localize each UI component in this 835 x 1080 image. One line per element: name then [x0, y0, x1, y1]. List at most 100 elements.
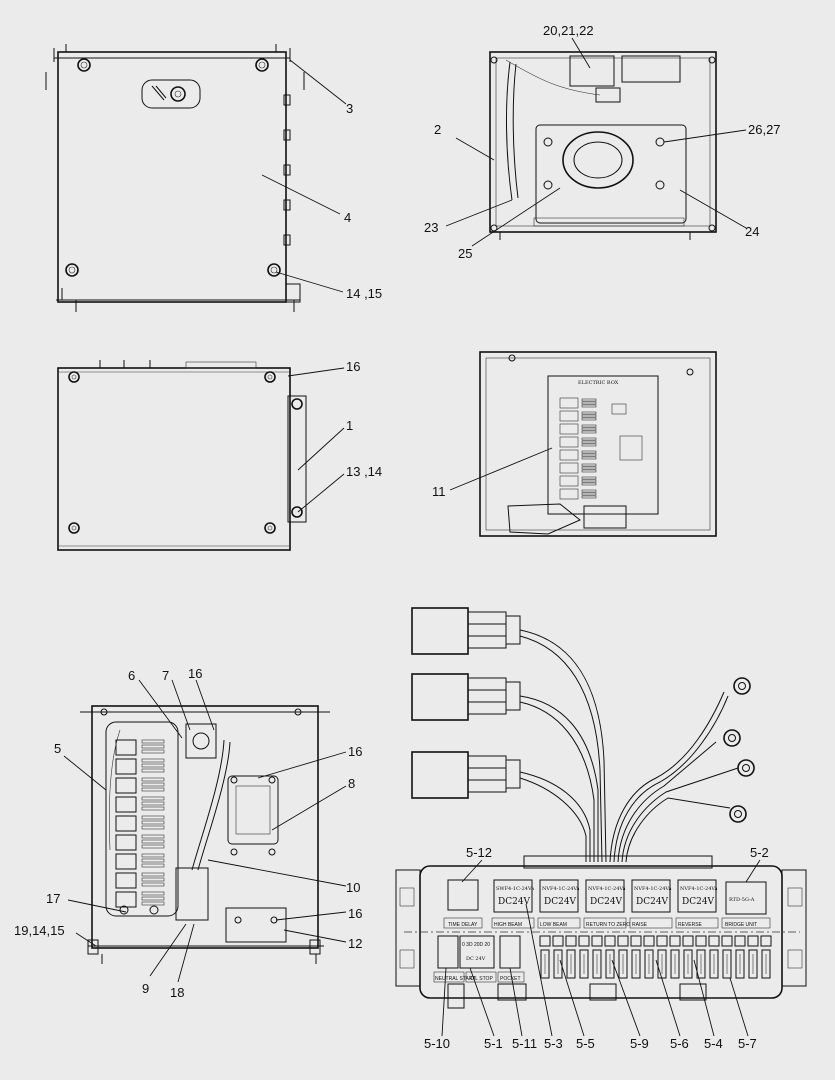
callout-17: 17 — [46, 891, 60, 906]
relay-volt-4: DC24V — [636, 897, 669, 907]
fuse-holder — [643, 935, 655, 947]
eb-relay — [559, 488, 579, 500]
fuse-holder — [565, 935, 577, 947]
fuse — [709, 949, 719, 979]
eb-fuse — [581, 463, 597, 467]
callout-16-a: 16 — [188, 666, 202, 681]
fuse-holder — [760, 935, 772, 947]
electric-box-title: ELECTRIC BOX — [578, 380, 619, 386]
eb-fuse — [581, 492, 597, 496]
eb-fuse — [581, 411, 597, 415]
panel-fuse — [141, 815, 165, 820]
fuse — [696, 949, 706, 979]
eb-relay — [559, 436, 579, 448]
fuse — [605, 949, 615, 979]
panel-fuse — [141, 882, 165, 887]
relay-label-3: RETURN TO ZERO — [586, 922, 630, 928]
fuse-holder — [630, 935, 642, 947]
fuse-holder — [708, 935, 720, 947]
eb-fuse — [581, 456, 597, 460]
fuse-holder — [604, 935, 616, 947]
callout-5-9: 5-9 — [630, 1036, 649, 1051]
fuse — [566, 949, 576, 979]
relay-model-1: SWF4-1C-24Va — [496, 886, 534, 892]
callout-18: 18 — [170, 985, 184, 1000]
panel-fuse — [141, 825, 165, 830]
panel-fuse — [141, 844, 165, 849]
callout-6: 6 — [128, 668, 135, 683]
eb-fuse — [581, 469, 597, 473]
view-side-panel: 16 1 13 ,14 — [57, 359, 382, 551]
eb-fuse — [581, 414, 597, 418]
panel-fuse — [141, 858, 165, 863]
panel-relay — [115, 796, 137, 813]
panel-relay — [115, 872, 137, 889]
eb-relay — [559, 475, 579, 487]
relay-label-box — [675, 917, 719, 929]
callout-5-11: 5-11 — [512, 1036, 537, 1051]
eb-fuse — [581, 482, 597, 486]
relay-5 — [677, 879, 717, 913]
eb-fuse — [581, 450, 597, 454]
panel-relay — [115, 739, 137, 756]
callout-19-14-15: 19,14,15 — [14, 923, 65, 938]
fuse — [644, 949, 654, 979]
fuse-holder — [591, 935, 603, 947]
relay-volt-3: DC24V — [590, 897, 623, 907]
fuse-holder — [578, 935, 590, 947]
view-box-interior-back: 20,21,22 2 26,27 23 24 25 — [424, 23, 781, 261]
fuse-holder — [656, 935, 668, 947]
view-front-cover: 3 4 14 ,15 — [45, 44, 382, 312]
label-neutral-start: NEUTRAL START — [435, 976, 475, 982]
relay-label-1: HIGH BEAM — [494, 922, 522, 928]
eb-fuse — [581, 440, 597, 444]
fuse-holder — [747, 935, 759, 947]
relay-1 — [493, 879, 533, 913]
eb-fuse — [581, 424, 597, 428]
fuse — [683, 949, 693, 979]
fuse-holder — [617, 935, 629, 947]
callout-16-c: 16 — [348, 906, 362, 921]
eb-fuse — [581, 417, 597, 421]
eb-fuse — [581, 476, 597, 480]
panel-fuse — [141, 801, 165, 806]
fuse — [735, 949, 745, 979]
panel-fuse — [141, 839, 165, 844]
callout-8: 8 — [348, 776, 355, 791]
callout-5: 5 — [54, 741, 61, 756]
relay-model-4: NVF4-1C-24Va — [634, 886, 672, 892]
fuse-holder — [539, 935, 551, 947]
panel-fuse — [141, 834, 165, 839]
panel-relay — [115, 758, 137, 775]
callout-4: 4 — [344, 210, 351, 225]
relay-model-2: NVF4-1C-24Va — [542, 886, 580, 892]
view-panel-assembly: 6 7 16 5 16 8 10 17 16 19,14,15 12 9 18 — [14, 666, 362, 1000]
panel-fuse — [141, 872, 165, 877]
fuse — [553, 949, 563, 979]
callout-16-b: 16 — [348, 744, 362, 759]
relay-label-4: RAISE — [632, 922, 648, 928]
relay-label-2: LOW BEAM — [540, 922, 567, 928]
fuse — [748, 949, 758, 979]
callout-10: 10 — [346, 880, 360, 895]
callout-20-21-22: 20,21,22 — [543, 23, 594, 38]
panel-fuse — [141, 891, 165, 896]
fuse — [579, 949, 589, 979]
callout-3: 3 — [346, 101, 353, 116]
eb-relay — [559, 462, 579, 474]
callout-5-7: 5-7 — [738, 1036, 757, 1051]
relay-2 — [539, 879, 579, 913]
view-electric-box: ELECTRIC BOX 11 — [432, 351, 717, 537]
callout-5-10: 5-10 — [424, 1036, 450, 1051]
eb-fuse — [581, 495, 597, 499]
fuse-holder — [669, 935, 681, 947]
panel-fuse — [141, 782, 165, 787]
callout-1: 1 — [346, 418, 353, 433]
relay-volt-2: DC24V — [544, 897, 577, 907]
timer-label: TIME DELAY — [448, 922, 478, 928]
label-oil-stop: OIL STOP — [470, 976, 493, 982]
eb-fuse — [581, 479, 597, 483]
fuse — [540, 949, 550, 979]
flasher-model: RTD-5G-A — [729, 897, 755, 903]
panel-fuse — [141, 806, 165, 811]
